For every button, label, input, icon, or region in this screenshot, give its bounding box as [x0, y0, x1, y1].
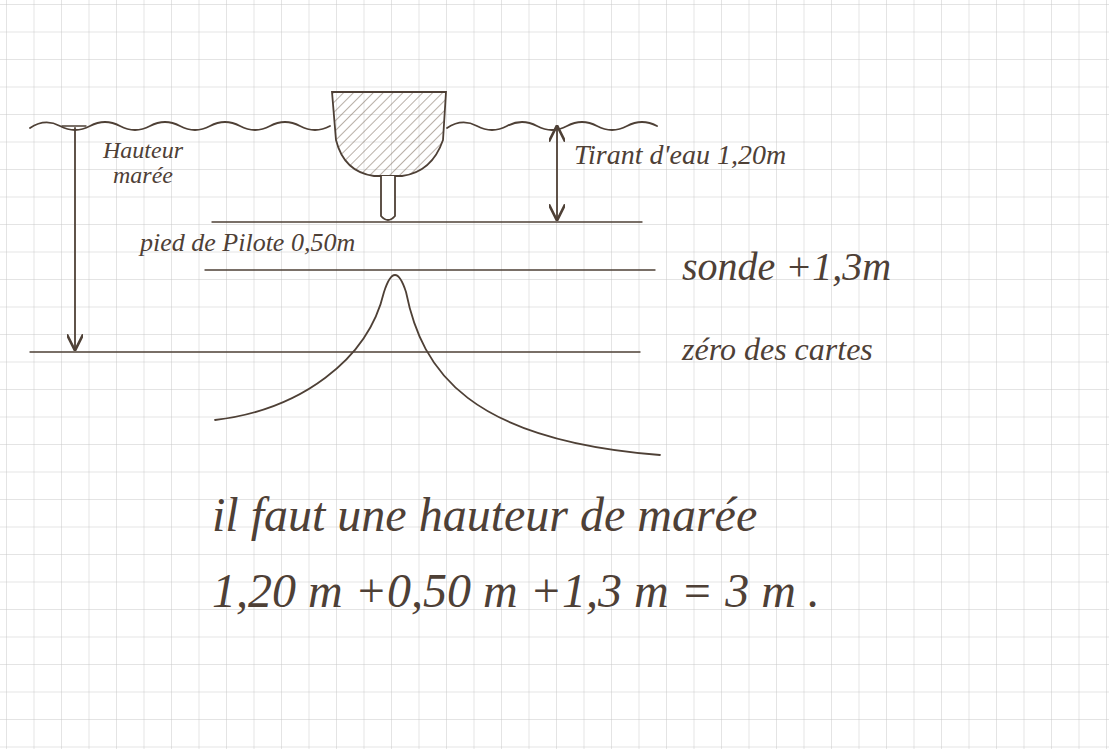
draught-arrow [556, 127, 558, 219]
keel-level-line [212, 221, 642, 222]
handwritten-label: Hauteur marée [88, 138, 198, 188]
handwritten-label: Tirant d'eau 1,20m [574, 140, 786, 169]
boat-hull [332, 92, 446, 176]
seabed-peak [215, 275, 660, 455]
water-surface [447, 122, 657, 130]
sounding-line [205, 269, 655, 270]
handwritten-label: sonde +1,3m [682, 246, 891, 288]
tick [62, 125, 86, 126]
handwritten-label: pied de Pilote 0,50m [140, 229, 355, 256]
chart-datum-line [30, 351, 640, 352]
handwritten-label: il faut une hauteur de marée [212, 490, 757, 540]
handwritten-label: zéro des cartes [682, 333, 873, 367]
boat-keel [381, 176, 395, 220]
tide-height-arrow [74, 128, 76, 349]
handwritten-label: 1,20 m +0,50 m +1,3 m = 3 m . [212, 566, 820, 616]
